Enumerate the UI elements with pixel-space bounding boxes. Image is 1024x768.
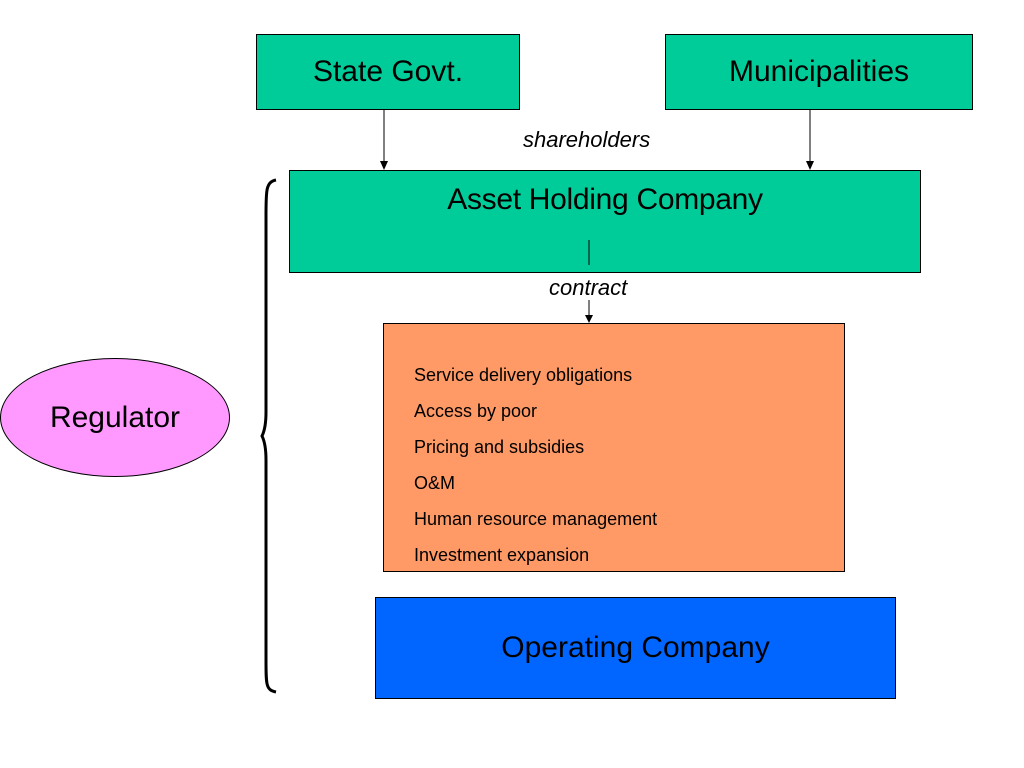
contract-label: contract — [549, 275, 628, 300]
municipalities-node: Municipalities — [665, 34, 973, 110]
arrowhead-municipalities-icon — [806, 161, 814, 170]
list-item: Investment expansion — [414, 545, 590, 565]
regulator-node: Regulator — [0, 358, 230, 477]
arrowhead-state-icon — [380, 161, 388, 170]
obligations-box: Service delivery obligations Access by p… — [383, 323, 845, 572]
list-item: O&M — [414, 473, 456, 493]
arrowhead-contract-icon — [585, 315, 593, 323]
list-item: Access by poor — [414, 401, 538, 421]
operating-company-node: Operating Company — [375, 597, 896, 699]
list-item: Pricing and subsidies — [414, 437, 585, 457]
asset-holding-company-label: Asset Holding Company — [447, 183, 763, 216]
operating-company-label: Operating Company — [501, 631, 770, 664]
state-govt-label: State Govt. — [312, 55, 464, 88]
curly-brace-icon — [260, 178, 277, 694]
asset-holding-company-node: Asset Holding Company — [289, 170, 921, 273]
list-item: Service delivery obligations — [414, 365, 633, 385]
shareholders-label: shareholders — [523, 127, 651, 152]
obligations-list: Service delivery obligations Access by p… — [414, 357, 657, 573]
municipalities-label: Municipalities — [728, 55, 910, 88]
list-item: Human resource management — [414, 509, 658, 529]
state-govt-node: State Govt. — [256, 34, 520, 110]
regulator-label: Regulator — [49, 400, 181, 434]
